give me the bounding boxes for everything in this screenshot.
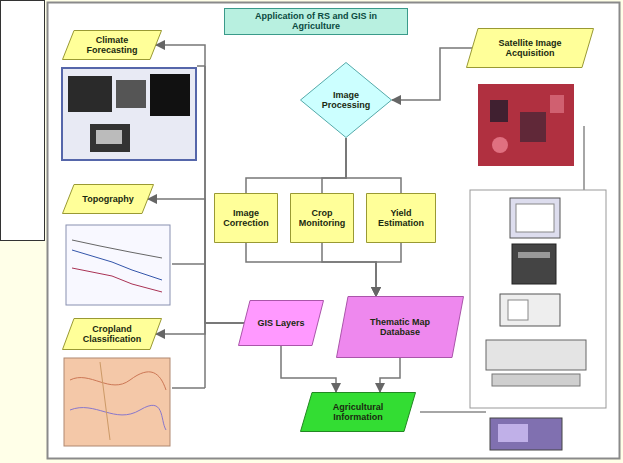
node-label: Crop Monitoring xyxy=(294,208,350,229)
input-parallelogram: Satellite Image Acquisition xyxy=(466,28,594,68)
data-parallelogram: GIS Layers xyxy=(238,300,324,346)
connector xyxy=(322,138,346,193)
leader-line xyxy=(583,126,585,190)
connector xyxy=(346,138,401,193)
node-label: Topography xyxy=(82,194,133,204)
title-box: Application of RS and GIS in Agriculture xyxy=(224,8,408,35)
process-box: Yield Estimation xyxy=(366,193,436,243)
node-label: Yield Estimation xyxy=(370,208,432,229)
node-label: Climate Forecasting xyxy=(78,35,146,56)
node-label: Agricultural Information xyxy=(316,402,400,423)
process-box: Crop Monitoring xyxy=(290,193,354,243)
output-parallelogram: Agricultural Information xyxy=(300,392,416,432)
satellite-photo xyxy=(62,68,196,160)
process-box: Image Correction xyxy=(214,193,278,243)
node-label: Cropland Classification xyxy=(78,324,146,345)
node-label: GIS Layers xyxy=(257,318,304,328)
data-parallelogram: Thematic Map Database xyxy=(336,296,464,358)
connector xyxy=(380,358,400,392)
satellite-image xyxy=(478,84,574,166)
connector xyxy=(392,48,472,100)
connector xyxy=(376,243,401,296)
topography-chart xyxy=(66,225,170,305)
bracket xyxy=(172,66,205,388)
node-label: Thematic Map Database xyxy=(352,317,448,338)
decision-diamond: Image Processing xyxy=(300,62,392,138)
computer-illustration xyxy=(470,190,606,450)
main-frame xyxy=(48,3,620,459)
diagram-title: Application of RS and GIS in Agriculture xyxy=(231,11,401,32)
connector xyxy=(246,243,376,296)
leader-line xyxy=(420,411,486,413)
node-label: Image Processing xyxy=(320,90,372,111)
connector xyxy=(156,45,244,323)
input-parallelogram: Topography xyxy=(62,184,154,214)
node-label: Image Correction xyxy=(218,208,274,229)
input-parallelogram: Climate Forecasting xyxy=(62,30,162,60)
cropland-map xyxy=(64,358,170,446)
connector xyxy=(246,138,346,193)
connector xyxy=(156,323,244,334)
node-label: Satellite Image Acquisition xyxy=(482,38,578,59)
side-frame xyxy=(1,1,45,241)
input-parallelogram: Cropland Classification xyxy=(62,318,162,350)
connector xyxy=(322,243,376,296)
connector xyxy=(281,346,336,392)
